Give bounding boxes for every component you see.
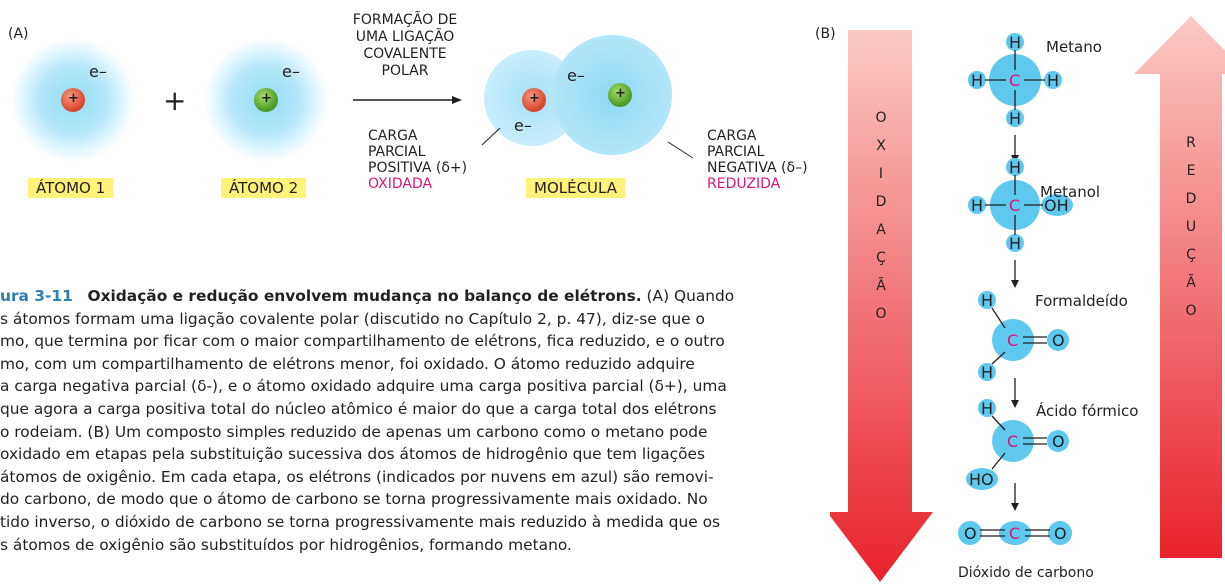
panel-a-label: (A) (8, 26, 29, 42)
formaldehyde-h-top: H (981, 291, 994, 310)
molecule-electron-bottom: e– (514, 116, 532, 135)
atom-2-electron: e– (282, 62, 300, 81)
atom-1-nucleus-sign: + (68, 91, 79, 106)
compound-formaldehyde: Formaldeído (1035, 292, 1128, 310)
formaldehyde-o: O (1052, 331, 1065, 350)
compound-formic-acid: Ácido fórmico (1036, 402, 1139, 420)
formic-o: O (1052, 432, 1065, 451)
atom-1 (11, 38, 135, 162)
panel-b-label: (B) (815, 26, 836, 42)
formic-acid-molecule (966, 399, 1069, 490)
molecule-label: MOLÉCULA (526, 178, 625, 198)
molecule-nucleus-2-sign: + (615, 86, 626, 101)
methanol-h-left: H (971, 196, 984, 215)
atom-2-nucleus-sign: + (261, 91, 272, 106)
methanol-oh: OH (1044, 196, 1069, 215)
oxidation-text: O X I D A Ç Ã O (875, 110, 887, 322)
formaldehyde-molecule (978, 291, 1069, 381)
reduction-text: R E D U Ç Ã O (1185, 135, 1197, 319)
formic-ho: HO (969, 470, 994, 489)
molecule (484, 35, 672, 155)
co2-o-right: O (1054, 524, 1067, 543)
atom-1-electron: e– (89, 62, 107, 81)
reduction-arrow (1134, 16, 1225, 558)
panel-a-graphic (11, 35, 694, 162)
oxidation-arrow (830, 30, 933, 582)
partial-positive-label: CARGA PARCIAL POSITIVA (δ+) OXIDADA (368, 128, 468, 192)
partial-negative-label: CARGA PARCIAL NEGATIVA (δ–) REDUZIDA (707, 128, 808, 192)
plus-sign: + (163, 84, 187, 117)
oxidation-series (958, 33, 1073, 545)
methane-h-bottom: H (1009, 109, 1022, 128)
methane-h-right: H (1047, 71, 1060, 90)
compound-methanol: Metanol (1040, 183, 1101, 201)
methanol-h-top: H (1009, 158, 1022, 177)
caption-title: Oxidação e redução envolvem mudança no b… (87, 287, 642, 305)
methane-h-top: H (1009, 33, 1022, 52)
oxidized-label: OXIDADA (368, 176, 433, 192)
reduced-label: REDUZIDA (707, 176, 781, 192)
caption-line-1: ura 3-11 Oxidação e redução envolvem mud… (0, 287, 735, 305)
co2-o-left: O (964, 524, 977, 543)
compound-methane: Metano (1046, 38, 1102, 56)
formaldehyde-h-bottom: H (981, 363, 994, 382)
formic-c: C (1007, 432, 1019, 451)
panel-b-graphic (830, 16, 1225, 582)
pointer-negative (667, 141, 694, 159)
co2-c: C (1009, 524, 1021, 543)
carbon-dioxide-molecule (958, 521, 1072, 545)
atom-1-nucleus (61, 88, 85, 112)
pointer-positive (481, 127, 501, 146)
atom-2 (204, 38, 328, 162)
formaldehyde-c: C (1007, 331, 1019, 350)
methane-c: C (1009, 71, 1021, 90)
atom-1-label: ÁTOMO 1 (28, 178, 114, 198)
molecule-nucleus-1 (522, 88, 546, 112)
methane-molecule (968, 33, 1062, 127)
formation-label: FORMAÇÃO DE UMA LIGAÇÃO COVALENTE POLAR (352, 12, 458, 79)
formic-h: H (981, 399, 994, 418)
molecule-electron-top: e– (567, 66, 585, 85)
methanol-molecule (968, 158, 1073, 252)
methanol-c: C (1009, 196, 1021, 215)
molecule-nucleus-1-sign: + (529, 91, 540, 106)
methane-h-left: H (971, 71, 984, 90)
figure-caption: ura 3-11 Oxidação e redução envolvem mud… (0, 285, 816, 556)
atom-2-label: ÁTOMO 2 (221, 178, 307, 198)
molecule-nucleus-2 (608, 83, 632, 107)
methanol-h-bottom: H (1009, 234, 1022, 253)
compound-carbon-dioxide: Dióxido de carbono (958, 565, 1094, 581)
atom-2-nucleus (254, 88, 278, 112)
figure-number: ura 3-11 (0, 287, 73, 305)
